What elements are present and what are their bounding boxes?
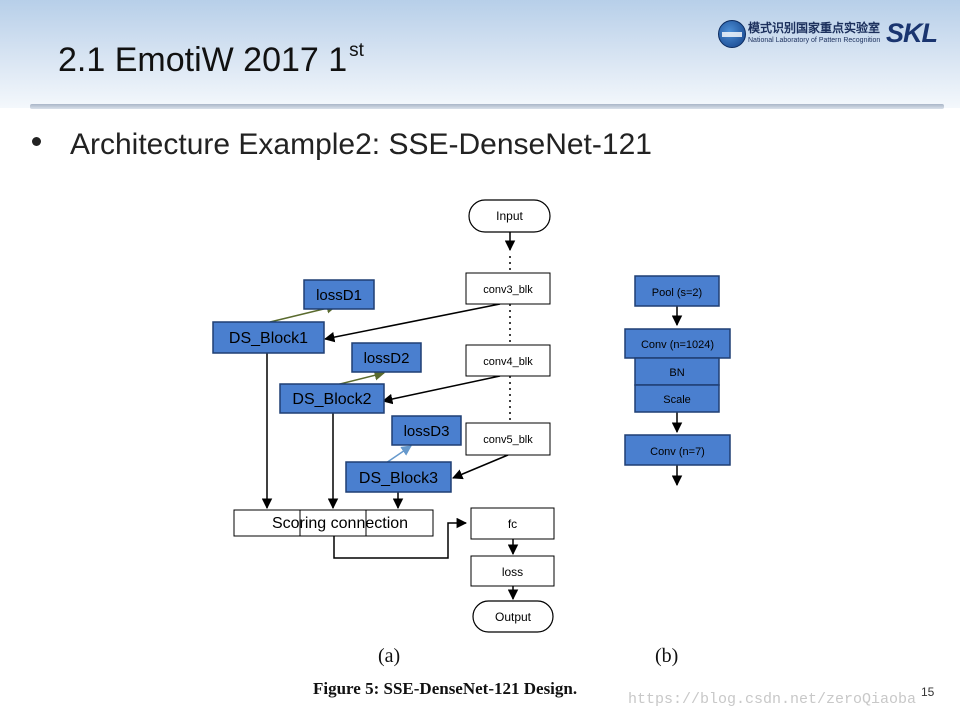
conv5-block: conv5_blk [465,422,551,456]
loss-d3-block: lossD3 [391,415,462,446]
svg-text:DS_Block3: DS_Block3 [359,470,438,487]
watermark: https://blog.csdn.net/zeroQiaoba [628,691,917,708]
ds-block1: DS_Block1 [212,321,325,354]
figure-caption: Figure 5: SSE-DenseNet-121 Design. [313,679,578,698]
lab-abbrev: SKL [886,18,938,48]
ds-block3: DS_Block3 [345,461,452,493]
loss-block: loss [470,555,555,587]
bn-block: BN [634,357,720,386]
svg-text:lossD1: lossD1 [316,287,362,304]
loss-d2-block: lossD2 [351,342,422,373]
svg-text:Conv (n=7): Conv (n=7) [650,446,705,458]
scale-block: Scale [634,384,720,413]
svg-text:conv5_blk: conv5_blk [483,434,533,446]
svg-text:loss: loss [502,565,523,579]
lab-english-name: National Laboratory of Pattern Recogniti… [748,37,881,44]
svg-text:DS_Block2: DS_Block2 [292,391,371,408]
conv7-block: Conv (n=7) [624,434,731,466]
slide-header-band [0,0,960,108]
svg-text:Input: Input [496,209,523,223]
output-node: Output [472,600,554,633]
scoring-connection: Scoring connection [233,509,434,537]
conv3-block: conv3_blk [465,272,551,305]
bullet-text: Architecture Example2: SSE-DenseNet-121 [70,128,652,161]
header-divider [30,104,944,109]
svg-text:conv4_blk: conv4_blk [483,356,533,368]
bullet-icon [32,137,41,146]
svg-text:Scale: Scale [663,394,691,406]
page-number: 15 [921,685,935,699]
svg-text:Scoring connection: Scoring connection [272,515,408,532]
svg-text:fc: fc [508,517,517,531]
conv4-block: conv4_blk [465,344,551,377]
svg-text:DS_Block1: DS_Block1 [229,330,308,347]
lab-emblem-icon [718,20,746,48]
panel-label-b: (b) [655,645,679,667]
svg-text:lossD3: lossD3 [404,423,450,440]
svg-text:conv3_blk: conv3_blk [483,284,533,296]
fc-block: fc [470,507,555,540]
svg-text:Pool (s=2): Pool (s=2) [652,287,702,299]
pool-block: Pool (s=2) [634,275,720,307]
svg-text:lossD2: lossD2 [364,350,410,367]
ds-block2: DS_Block2 [279,383,385,414]
panel-label-a: (a) [378,645,401,667]
conv1024-block: Conv (n=1024) [624,328,731,359]
svg-text:Conv (n=1024): Conv (n=1024) [641,339,714,351]
loss-d1-block: lossD1 [303,279,375,310]
input-node: Input [468,199,551,233]
svg-text:BN: BN [669,367,684,379]
svg-text:Output: Output [495,610,532,624]
lab-chinese-name: 模式识别国家重点实验室 [748,21,881,35]
lab-logo: 模式识别国家重点实验室 National Laboratory of Patte… [718,18,950,50]
